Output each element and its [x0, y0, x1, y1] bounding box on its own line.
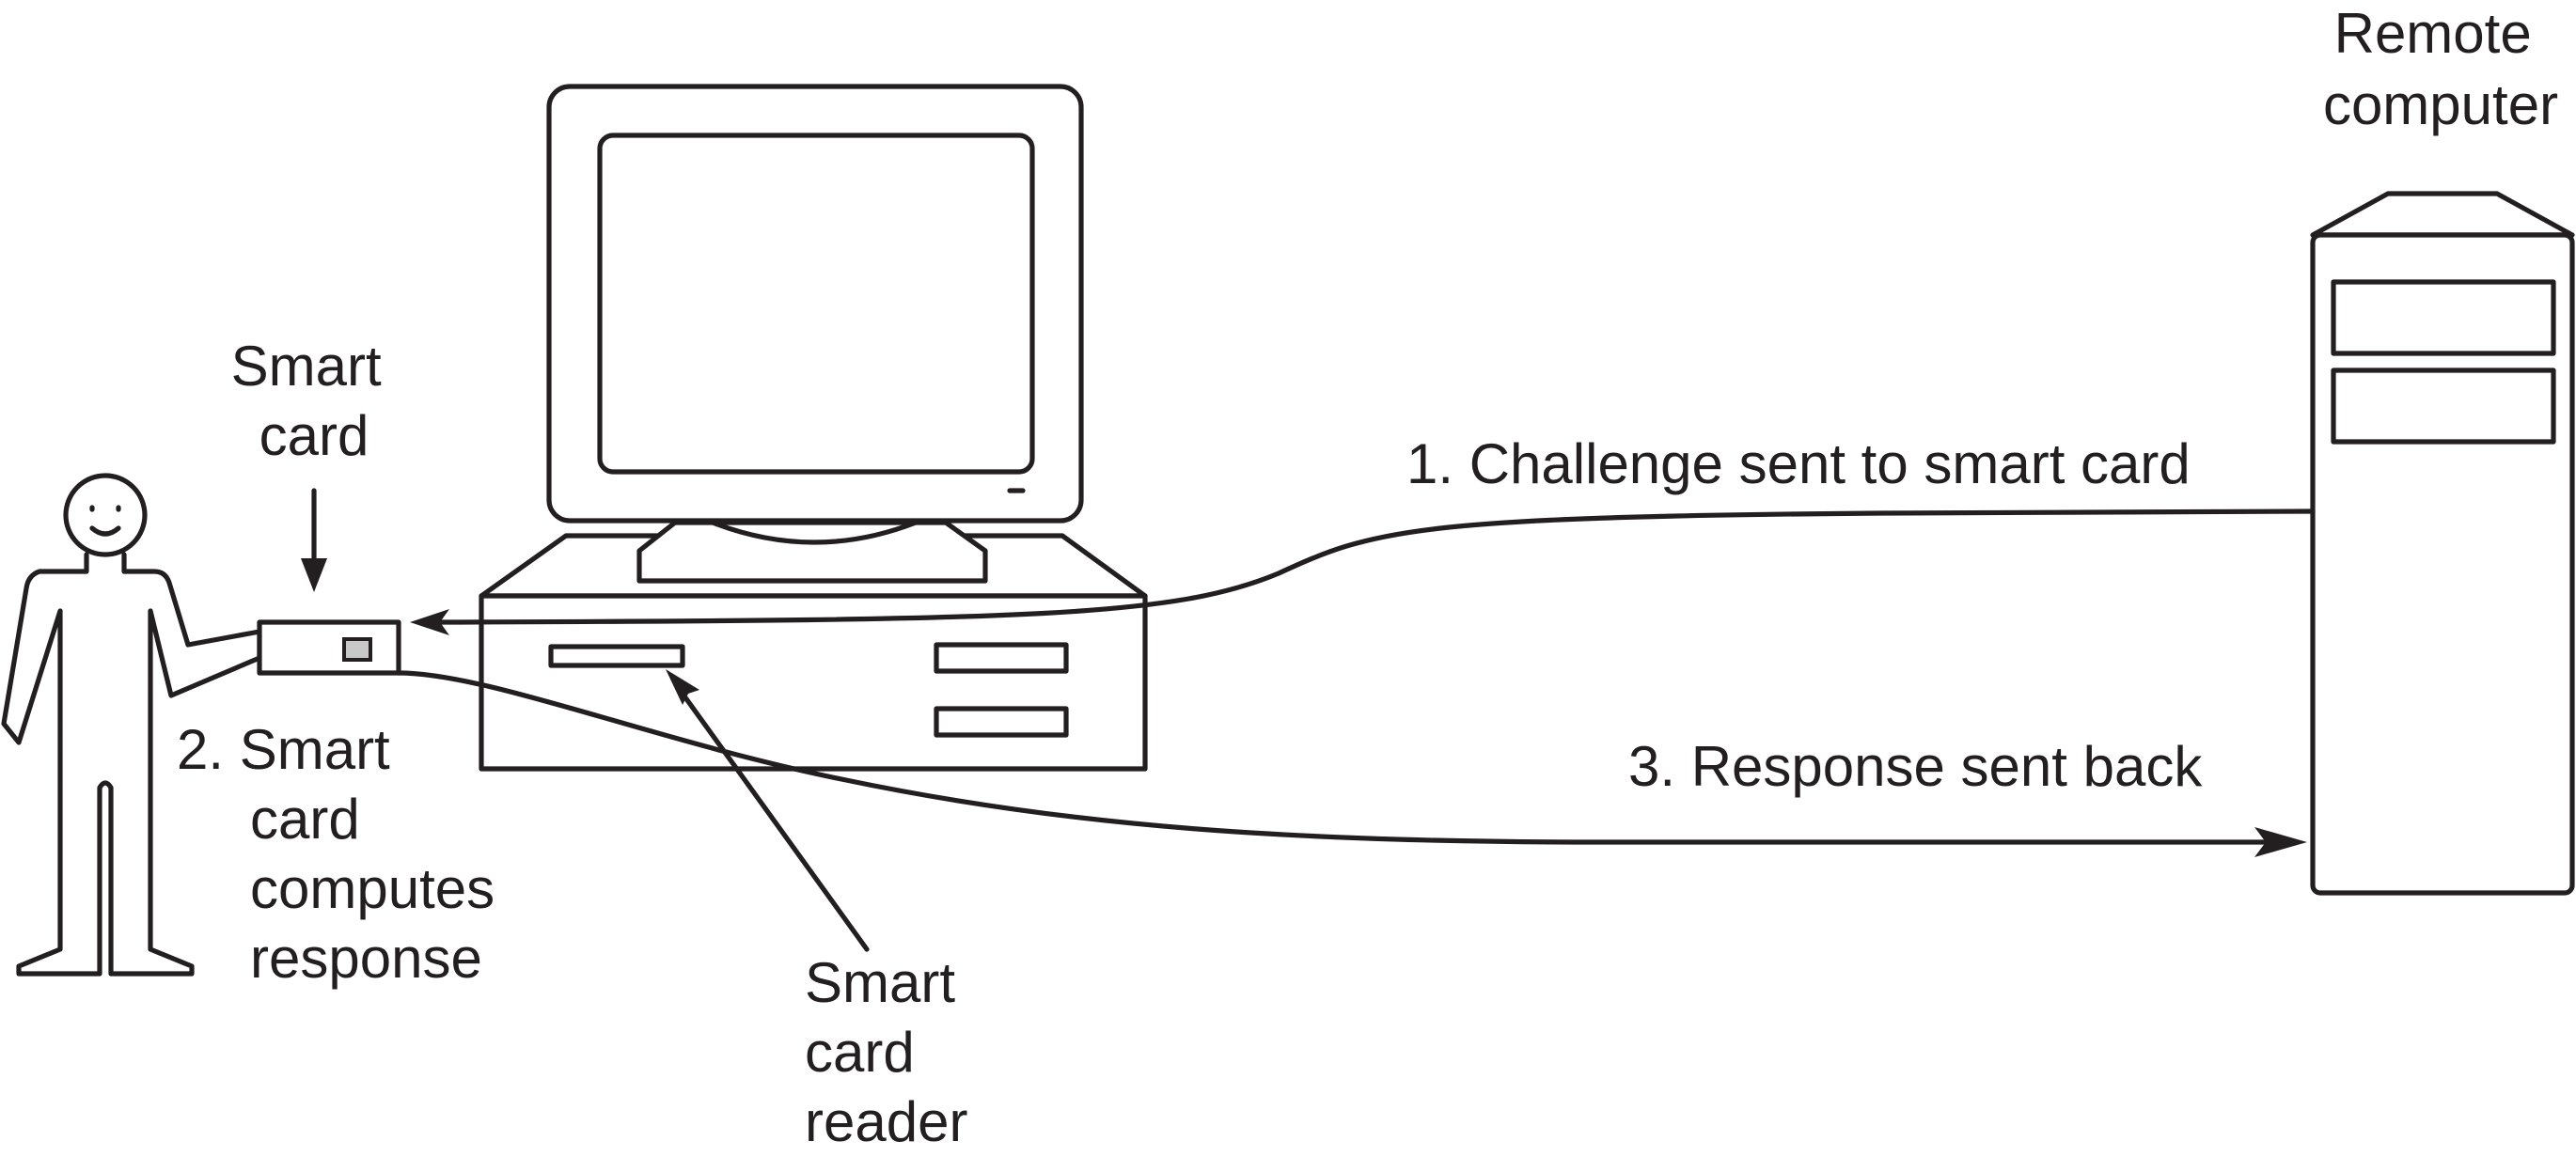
- person-head: [63, 473, 148, 557]
- challenge-arrowhead: [410, 609, 449, 635]
- challenge-arrow-line: [439, 508, 2316, 625]
- computes-label-line-1: 2. Smart: [177, 718, 390, 781]
- computes-label-line-4: response: [250, 927, 482, 990]
- reader-label: Smart card reader: [805, 951, 971, 1153]
- response-label: 3. Response sent back: [1628, 735, 2203, 798]
- drive-bay-2: [934, 706, 1069, 738]
- remote-computer-label: Remote computer: [2323, 2, 2558, 136]
- reader-pointer-arrowhead: [666, 669, 699, 705]
- computes-label: 2. Smart card computes response: [177, 718, 510, 990]
- drive-bay-1: [934, 642, 1069, 674]
- smart-card-chip: [342, 637, 372, 662]
- monitor-stand: [636, 520, 988, 584]
- smart-card-body: [257, 619, 401, 676]
- monitor-screen: [597, 133, 1035, 475]
- reader-label-line-3: reader: [805, 1090, 967, 1153]
- smart-card: [257, 619, 401, 676]
- smart-card-label: Smart card: [231, 335, 398, 467]
- monitor-stand-neck: [710, 520, 919, 545]
- challenge-label: 1. Challenge sent to smart card: [1406, 432, 2191, 495]
- person-figure: [1, 473, 262, 977]
- remote-computer-label-line-1: Remote: [2334, 2, 2532, 65]
- tower-drive-bay-1: [2331, 279, 2556, 356]
- tower-top: [2310, 191, 2575, 238]
- computes-label-line-2: card: [250, 788, 360, 851]
- response-arrowhead: [2254, 827, 2307, 857]
- reader-label-line-1: Smart: [805, 951, 955, 1014]
- smart-card-label-line-2: card: [259, 404, 369, 467]
- local-computer: [479, 84, 1148, 772]
- desktop-base-front: [479, 593, 1148, 772]
- floppy-slot: [548, 644, 685, 668]
- computes-label-line-3: computes: [250, 857, 495, 920]
- person-eyes: [89, 505, 121, 512]
- tower-body: [2310, 232, 2575, 896]
- tower-drive-bay-2: [2331, 367, 2556, 445]
- remote-computer-label-line-2: computer: [2323, 73, 2558, 136]
- person-body-outline: [1, 552, 262, 977]
- remote-computer: [2310, 191, 2575, 896]
- smart-card-pointer-arrowhead: [301, 558, 327, 592]
- person-smile: [89, 525, 121, 537]
- response-arrow-line: [396, 670, 2269, 845]
- smart-card-label-line-1: Smart: [231, 335, 382, 398]
- reader-label-line-2: card: [805, 1021, 915, 1084]
- reader-pointer-arrow-line: [680, 691, 870, 952]
